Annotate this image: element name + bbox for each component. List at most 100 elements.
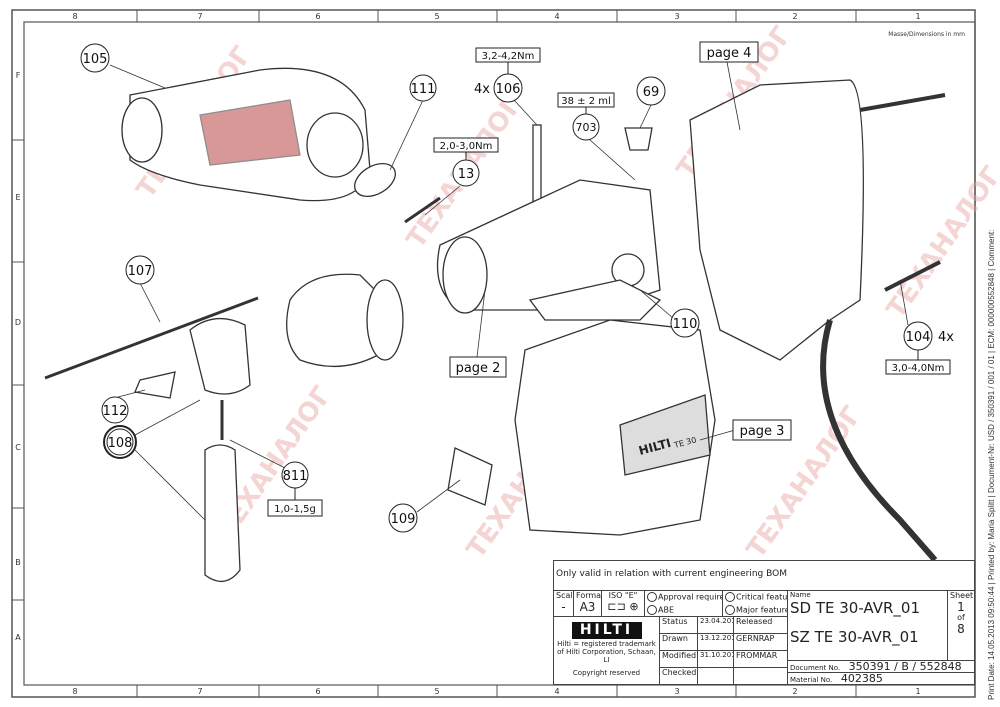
approval-radio[interactable] [647, 592, 657, 602]
row-marker: D [15, 318, 21, 327]
feature-cell: Critical feature Major feature [722, 590, 788, 617]
title-block: Only valid in relation with current engi… [553, 560, 975, 685]
name-cell: Name SD TE 30-AVR_01 SZ TE 30-AVR_01 [787, 590, 948, 661]
part-105-bore [306, 112, 364, 178]
callout-page3: page 3 [732, 419, 792, 441]
svg-text:4x: 4x [938, 330, 954, 345]
sheet-number: 1 [957, 599, 965, 614]
format-label: Format [576, 591, 602, 600]
col-marker: 3 [674, 687, 679, 696]
abe-radio[interactable] [647, 605, 657, 616]
bom-note: Only valid in relation with current engi… [553, 560, 975, 591]
svg-text:1,0-1,5g: 1,0-1,5g [274, 504, 316, 515]
svg-text:page 3: page 3 [740, 424, 785, 439]
watermark: ТЕХАНАЛОГ [881, 161, 1000, 324]
col-marker: 6 [315, 687, 320, 696]
document-value: 350391 / B / 552848 [848, 660, 962, 673]
svg-text:112: 112 [103, 404, 128, 419]
col-marker: 6 [315, 12, 320, 21]
format-value: A3 [579, 599, 596, 614]
abe-label: ABE [658, 605, 675, 615]
svg-text:811: 811 [283, 469, 308, 484]
col-marker: 5 [434, 12, 439, 21]
iso-label: ISO "E" [608, 591, 638, 600]
callout-page4: page 4 [699, 41, 759, 63]
col-marker: 2 [792, 12, 797, 21]
svg-text:3,2-4,2Nm: 3,2-4,2Nm [482, 51, 535, 62]
part-104-screw-bottom [884, 260, 941, 292]
major-radio[interactable] [725, 605, 735, 616]
sheet-label: Sheet [950, 591, 974, 600]
svg-text:111: 111 [411, 82, 436, 97]
document-label: Document No. [790, 664, 841, 672]
callout-110: 110 [670, 308, 700, 338]
svg-text:703: 703 [576, 121, 597, 134]
of-label: of [957, 612, 965, 622]
part-chuck-ring [366, 279, 404, 361]
print-info: Print Date: 14.05.2013 09:50:44 | Printe… [987, 229, 996, 700]
copyright-text: Copyright reserved [572, 669, 641, 678]
scale-value: - [561, 599, 566, 614]
col-marker: 8 [72, 687, 77, 696]
callouts: 105 111 3,2-4,2Nm 106 4x 38 ± 2 ml 703 6… [80, 41, 954, 533]
sheet-cell: Sheet 1 of 8 [947, 590, 975, 661]
col-marker: 4 [554, 687, 559, 696]
col-marker: 7 [197, 12, 202, 21]
part-chuck [286, 273, 379, 368]
material-number-row: Material No. 402385 [787, 672, 975, 685]
approval-label: Approval requirement [658, 592, 722, 602]
part-13-screw [404, 196, 441, 224]
company-cell: HILTI Hilti = registered trademark of Hi… [553, 616, 660, 685]
col-marker: 3 [674, 12, 679, 21]
modified-by: FROMMAR [733, 650, 788, 668]
callout-104: 104 4x 3,0-4,0Nm [885, 321, 954, 375]
material-value: 402385 [840, 672, 883, 685]
modified-date: 31.10.2012 [697, 650, 734, 668]
scale-label: Scale [556, 591, 573, 600]
svg-text:110: 110 [673, 317, 698, 332]
checked-label: Checked [659, 667, 698, 685]
checked-date [697, 667, 734, 685]
svg-text:38 ± 2 ml: 38 ± 2 ml [561, 96, 611, 107]
critical-label: Critical feature [736, 592, 788, 602]
svg-text:13: 13 [458, 167, 475, 182]
approval-cell: Approval requirement ABE [644, 590, 723, 617]
part-108-clamp [189, 318, 251, 395]
major-label: Major feature [736, 605, 788, 615]
part-110 [528, 279, 662, 321]
status-date: 23.04.2013 [697, 616, 734, 634]
part-111-knob [354, 162, 396, 198]
callout-111: 111 [409, 74, 437, 102]
part-108-grip [204, 444, 241, 582]
col-marker: 4 [554, 12, 559, 21]
drawn-by: GERNRAP [733, 633, 788, 651]
callout-109: 109 [388, 503, 418, 533]
col-marker: 7 [197, 687, 202, 696]
part-gearbox-front [442, 236, 488, 314]
callout-107: 107 [125, 255, 155, 285]
callout-811: 811 1,0-1,5g [267, 461, 323, 517]
critical-radio[interactable] [725, 592, 735, 602]
callout-69: 69 [636, 76, 666, 106]
hilti-logo: HILTI [571, 622, 642, 640]
callout-703: 38 ± 2 ml 703 [557, 92, 615, 141]
svg-text:4x: 4x [474, 82, 490, 97]
frame-ticks [12, 10, 857, 697]
col-marker: 1 [915, 687, 920, 696]
part-label-plate [619, 394, 711, 476]
part-power-cord [820, 319, 938, 562]
row-marker: A [15, 633, 21, 642]
col-marker: 5 [434, 687, 439, 696]
dimensions-note: Masse/Dimensions in mm [888, 31, 965, 38]
part-107-rod [44, 296, 259, 380]
svg-text:109: 109 [391, 512, 416, 527]
iso-cell: ISO "E"⊏⊐ ⊕ [601, 590, 645, 617]
status-value: Released [733, 616, 788, 634]
svg-text:108: 108 [108, 436, 133, 451]
col-marker: 1 [915, 12, 920, 21]
svg-text:69: 69 [643, 85, 660, 100]
column-markers: 8 7 6 5 4 3 2 1 8 7 6 5 4 3 2 1 F E D C … [15, 12, 921, 696]
svg-text:107: 107 [128, 264, 153, 279]
